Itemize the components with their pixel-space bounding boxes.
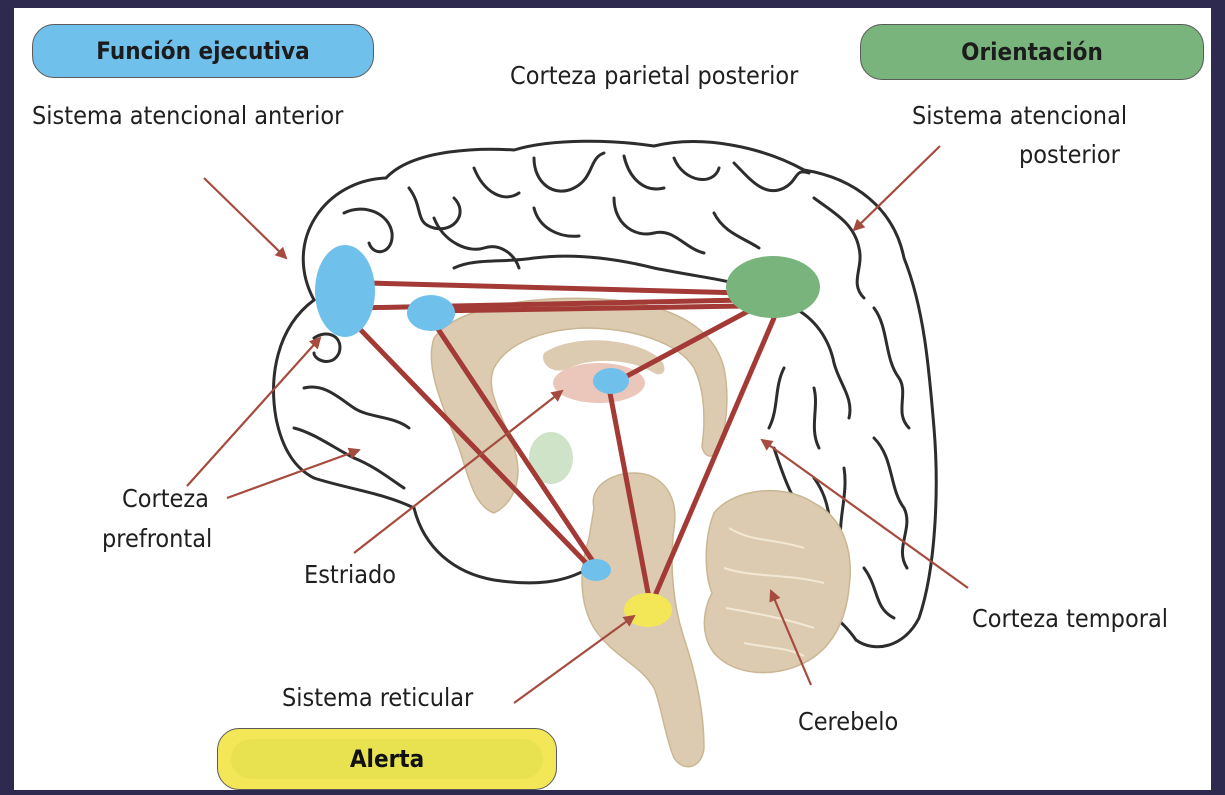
reticular-node bbox=[624, 593, 672, 627]
cerebellum-icon bbox=[704, 491, 850, 673]
posterior-attention-system-label-1: Sistema atencional bbox=[912, 98, 1127, 133]
orientation-badge: Orientación bbox=[860, 24, 1204, 80]
corpus-callosum-icon bbox=[431, 298, 727, 513]
brainstem-node bbox=[581, 559, 611, 581]
executive-function-label: Función ejecutiva bbox=[96, 37, 309, 65]
executive-function-badge: Función ejecutiva bbox=[32, 24, 374, 78]
anterior-attention-system-label: Sistema atencional anterior bbox=[32, 98, 343, 133]
cerebellum-label: Cerebelo bbox=[798, 704, 898, 739]
prefrontal-cortex-label-2: prefrontal bbox=[102, 521, 212, 556]
striatum-node bbox=[593, 368, 629, 394]
striatum-label: Estriado bbox=[304, 557, 396, 592]
reticular-system-label: Sistema reticular bbox=[282, 680, 473, 715]
posterior-attention-system-label-2: posterior bbox=[1019, 137, 1120, 172]
posterior-parietal-node bbox=[726, 256, 820, 318]
anterior-cingulate-node bbox=[407, 295, 455, 331]
orientation-label: Orientación bbox=[961, 38, 1103, 66]
alert-badge: Alerta bbox=[217, 728, 557, 790]
alert-label: Alerta bbox=[350, 745, 424, 773]
posterior-parietal-label: Corteza parietal posterior bbox=[510, 58, 798, 93]
prefrontal-cortex-label-1: Corteza bbox=[122, 481, 209, 516]
diagram-canvas: Función ejecutiva Orientación Alerta Cor… bbox=[14, 8, 1211, 790]
prefrontal-node bbox=[315, 245, 375, 337]
temporal-cortex-label: Corteza temporal bbox=[972, 601, 1168, 636]
